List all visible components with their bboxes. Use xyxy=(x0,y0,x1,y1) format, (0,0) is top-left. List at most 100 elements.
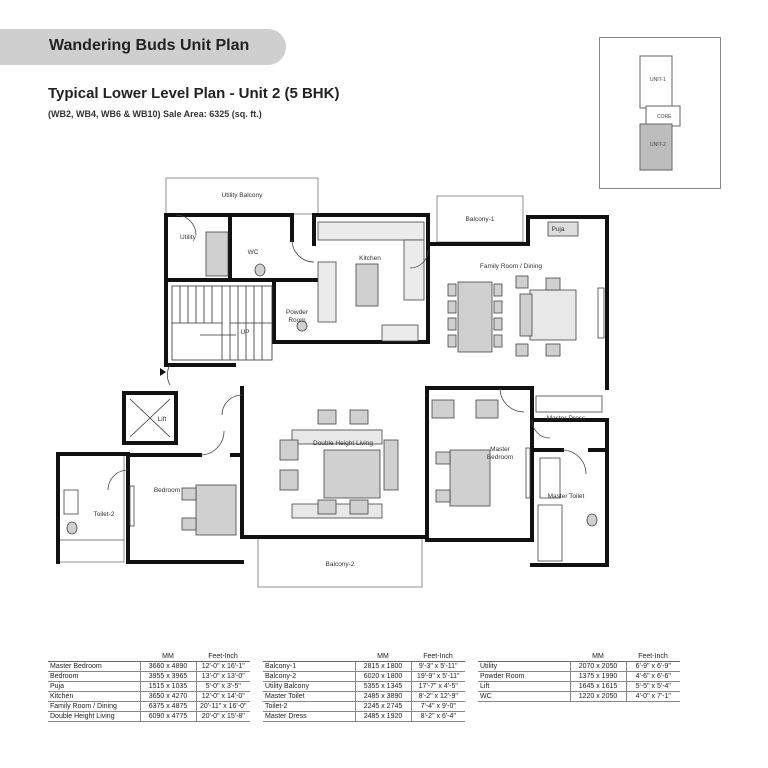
cell: 6375 x 4875 xyxy=(140,701,197,712)
cell: Master Bedroom xyxy=(48,661,141,672)
plan-subtitle: (WB2, WB4, WB6 & WB10) Sale Area: 6325 (… xyxy=(48,109,262,119)
cell: WC xyxy=(478,691,571,702)
label-bedroom: Bedroom xyxy=(154,487,180,494)
cell: Utility xyxy=(478,661,571,672)
label-toilet-2: Toilet-2 xyxy=(94,511,115,518)
cell: Lift xyxy=(478,681,571,692)
label-puja: Puja xyxy=(551,226,564,233)
key-unit1-label: UNIT-1 xyxy=(650,77,666,83)
cell: 2245 x 2745 xyxy=(355,701,412,712)
cell: 1220 x 2050 xyxy=(570,691,627,702)
cell: 8'-2" x 12'-9" xyxy=(411,691,465,702)
cell: Bedroom xyxy=(48,671,141,682)
label-balcony-2: Balcony-2 xyxy=(326,561,355,568)
table1-header-ft: Feet-Inch xyxy=(196,651,250,662)
door-swings xyxy=(107,214,587,491)
cell: Kitchen xyxy=(48,691,141,702)
cell: 17'-7" x 4'-5" xyxy=(411,681,465,692)
label-lift: Lift xyxy=(158,416,167,423)
title-banner xyxy=(0,29,286,65)
cell: 9'-3" x 5'-11" xyxy=(411,661,465,672)
cell: 19'-9" x 5'-11" xyxy=(411,671,465,682)
cell: 20'-11" x 16'-0" xyxy=(196,701,250,712)
cell: 2485 x 3890 xyxy=(355,691,412,702)
cell: 3650 x 4270 xyxy=(140,691,197,702)
cell: 5'-5" x 5'-4" xyxy=(626,681,680,692)
label-wc: WC xyxy=(248,249,259,256)
table3-header-mm: MM xyxy=(570,651,626,662)
banner-title: Wandering Buds Unit Plan xyxy=(49,37,250,54)
label-up: UP xyxy=(240,329,249,336)
cell: Utility Balcony xyxy=(263,681,356,692)
cell: Master Dress xyxy=(263,711,356,722)
cell: Balcony-2 xyxy=(263,671,356,682)
cell: 3660 x 4890 xyxy=(140,661,197,672)
cell: 13'-0" x 13'-0" xyxy=(196,671,250,682)
cell: 7'-4" x 9'-0" xyxy=(411,701,465,712)
label-master-dress: Master Dress xyxy=(547,415,586,422)
key-unit2-shape xyxy=(639,123,673,171)
entry-arrow-icon xyxy=(160,368,166,376)
key-core-label: CORE xyxy=(657,114,672,120)
walls xyxy=(56,213,609,567)
table2-header-room xyxy=(263,651,355,662)
table1-header-mm: MM xyxy=(140,651,196,662)
cell: Double Height Living xyxy=(48,711,141,722)
cell: 8'-2" x 6'-4" xyxy=(411,711,465,722)
lift-shaft xyxy=(129,398,171,438)
cell: 12'-0" x 14'-0" xyxy=(196,691,250,702)
furniture xyxy=(63,221,605,562)
label-kitchen: Kitchen xyxy=(359,255,381,262)
cell: Master Toilet xyxy=(263,691,356,702)
cell: Family Room / Dining xyxy=(48,701,141,712)
label-family-room: Family Room / Dining xyxy=(480,263,543,270)
label-master-bedroom-line1: Master xyxy=(490,446,511,453)
table2-header-mm: MM xyxy=(355,651,411,662)
cell: 12'-0" x 16'-1" xyxy=(196,661,250,672)
staircase xyxy=(171,285,273,361)
cell: 6090 x 4775 xyxy=(140,711,197,722)
cell: 6'-9" x 6'-9" xyxy=(626,661,680,672)
cell: 5'-0" x 3'-5" xyxy=(196,681,250,692)
cell: Balcony-1 xyxy=(263,661,356,672)
table3-header-room xyxy=(478,651,570,662)
label-balcony-1: Balcony-1 xyxy=(466,216,495,223)
key-unit1-shape xyxy=(639,55,673,109)
plan-title: Typical Lower Level Plan - Unit 2 (5 BHK… xyxy=(48,85,340,102)
label-powder: Powder xyxy=(286,309,309,316)
cell: 4'-6" x 6'-6" xyxy=(626,671,680,682)
label-master-toilet: Master Toilet xyxy=(548,493,585,500)
label-powder-room: Room xyxy=(288,317,305,324)
cell: 1645 x 1615 xyxy=(570,681,627,692)
key-plan: UNIT-1 CORE UNIT-2 xyxy=(599,37,721,189)
cell: 1515 x 1035 xyxy=(140,681,197,692)
cell: 1375 x 1990 xyxy=(570,671,627,682)
cell: Puja xyxy=(48,681,141,692)
table1-header-room xyxy=(48,651,140,662)
key-unit2-label: UNIT-2 xyxy=(650,142,666,148)
cell: 6020 x 1800 xyxy=(355,671,412,682)
cell: 2070 x 2050 xyxy=(570,661,627,672)
cell: 4'-0" x 7'-1" xyxy=(626,691,680,702)
key-plan-drawing: UNIT-1 CORE UNIT-2 xyxy=(639,55,681,171)
label-master-bedroom-line2: Bedroom xyxy=(487,454,513,461)
cell: 2815 x 1800 xyxy=(355,661,412,672)
